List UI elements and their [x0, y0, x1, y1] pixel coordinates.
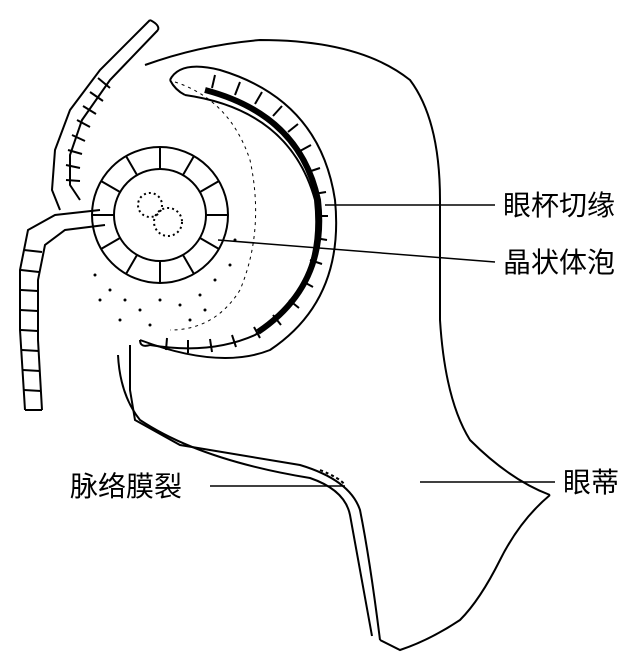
- leader-lens-vesicle: [218, 240, 495, 262]
- surface-ectoderm-lower: [20, 210, 105, 410]
- label-lens-vesicle: 晶状体泡: [503, 247, 615, 279]
- label-optic-stalk: 眼蒂: [563, 467, 619, 499]
- label-choroid-fissure: 脉络膜裂: [70, 471, 182, 503]
- lens-vesicle: [92, 147, 228, 283]
- optic-cup: [140, 67, 336, 358]
- label-optic-cup-rim: 眼杯切缘: [503, 190, 615, 222]
- surface-ectoderm-upper: [52, 20, 158, 210]
- optic-stalk: [118, 40, 550, 650]
